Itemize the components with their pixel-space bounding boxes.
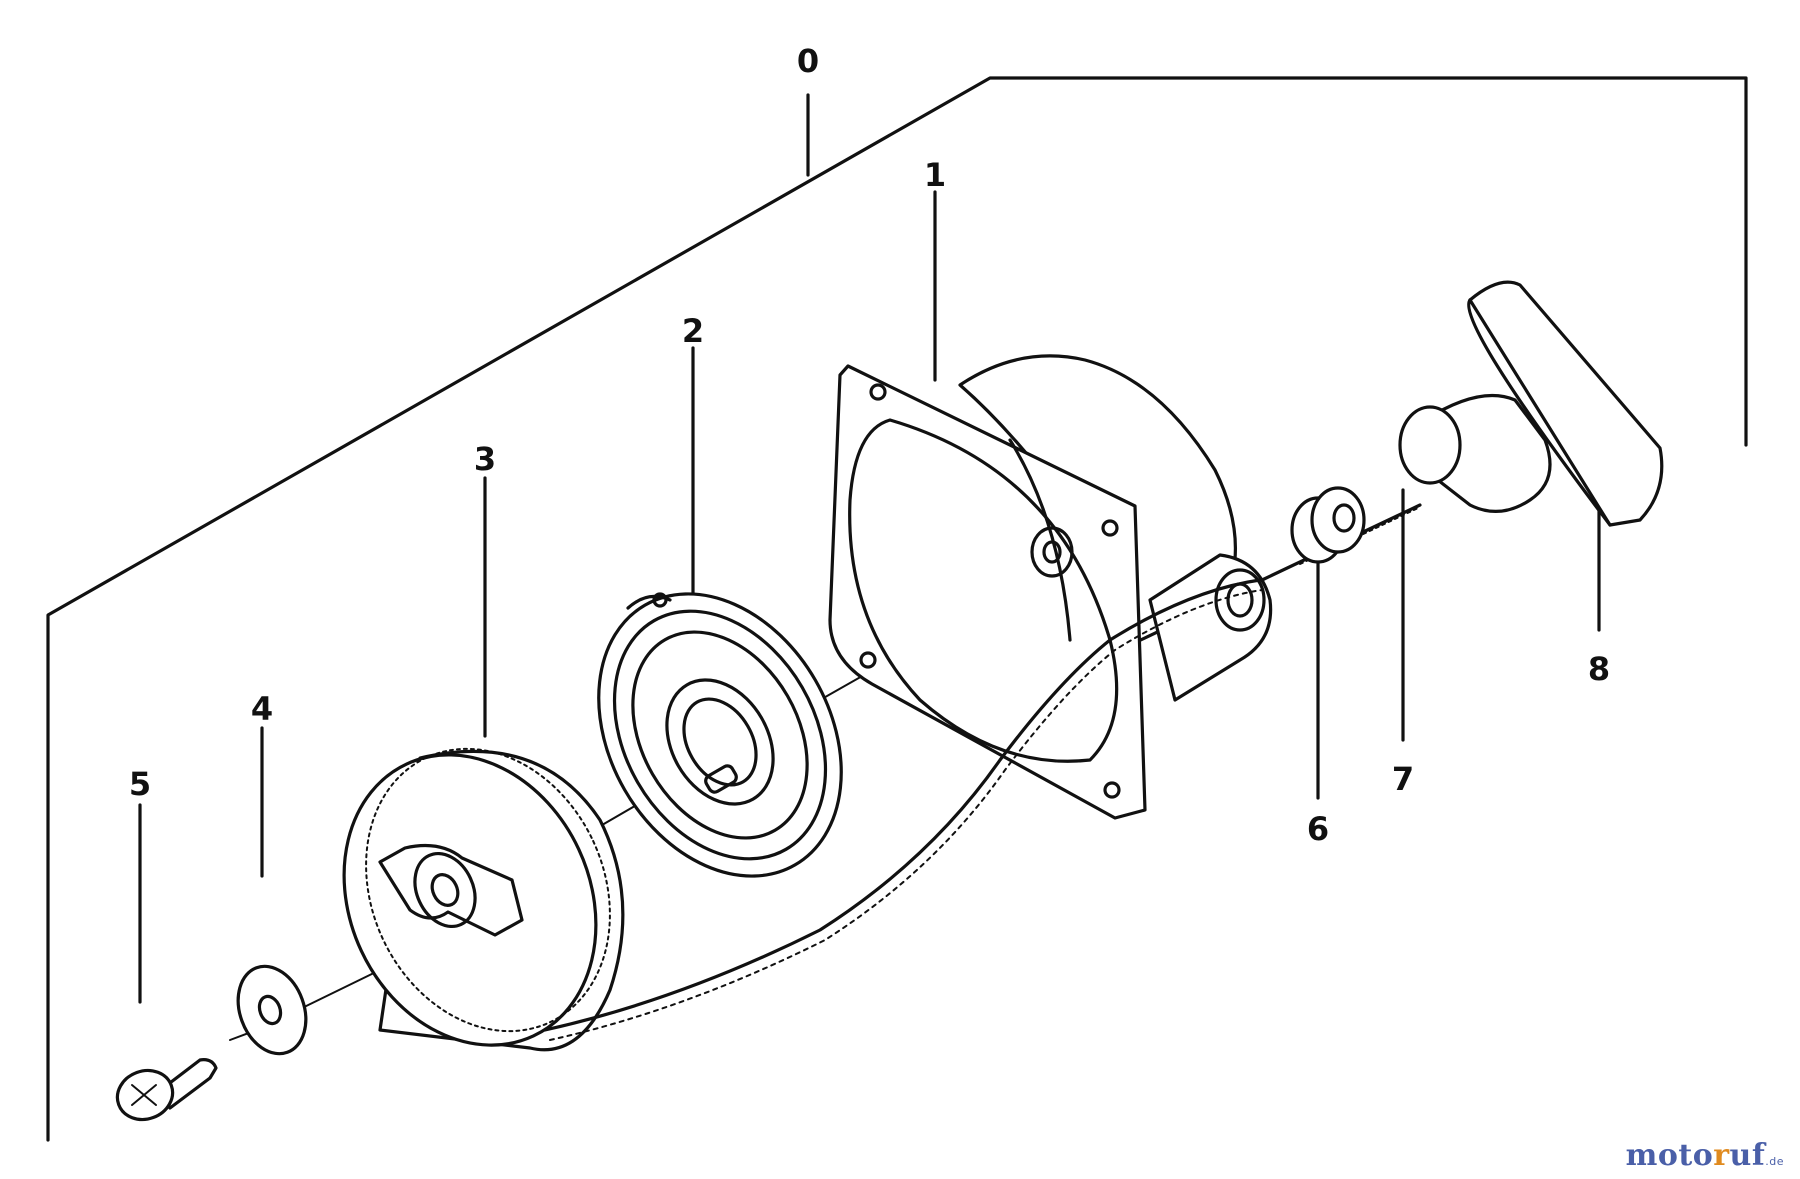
callout-label-4: 4 bbox=[251, 690, 273, 728]
leader-lines bbox=[138, 190, 1601, 1004]
watermark-suffix: .de bbox=[1765, 1155, 1784, 1168]
screw bbox=[115, 1058, 218, 1122]
watermark-part1: moto bbox=[1625, 1138, 1714, 1173]
callout-label-7: 7 bbox=[1392, 760, 1414, 798]
callout-label-8: 8 bbox=[1588, 650, 1610, 688]
assembly-bracket bbox=[46, 76, 1748, 1142]
callout-label-5: 5 bbox=[129, 765, 151, 803]
callout-labels: 0 1 2 3 4 5 6 7 8 bbox=[129, 42, 1610, 848]
starter-grip bbox=[1398, 280, 1664, 527]
rope-guide-bushing bbox=[1290, 486, 1366, 564]
recoil-spring bbox=[597, 592, 843, 878]
rope-pulley bbox=[342, 747, 625, 1052]
callout-label-1: 1 bbox=[924, 156, 946, 194]
motoruf-watermark: motoruf.de bbox=[1626, 1138, 1784, 1173]
washer bbox=[236, 964, 308, 1056]
watermark-part3: uf bbox=[1729, 1138, 1766, 1173]
callout-label-3: 3 bbox=[474, 440, 496, 478]
callout-label-0: 0 bbox=[797, 42, 819, 80]
callout-label-6: 6 bbox=[1307, 810, 1329, 848]
watermark-part2: r bbox=[1713, 1138, 1730, 1173]
callout-label-2: 2 bbox=[682, 312, 704, 350]
starter-housing bbox=[828, 354, 1273, 820]
